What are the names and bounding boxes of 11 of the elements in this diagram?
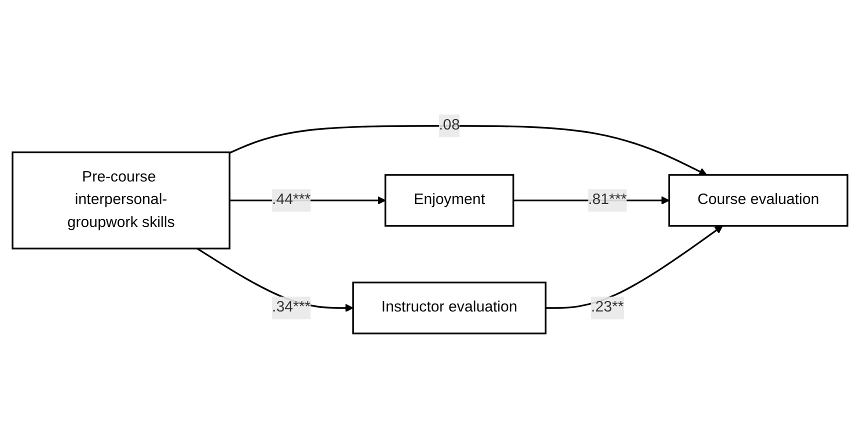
node-box: Course evaluation [668, 174, 848, 227]
edge-label: .44*** [272, 192, 311, 208]
node-box: Enjoyment [384, 174, 514, 227]
edge-label: .23** [591, 299, 624, 316]
node-box: Instructor evaluation [352, 282, 546, 334]
arrow [546, 226, 723, 309]
edge-label: .34*** [272, 299, 311, 316]
arrow [229, 125, 708, 176]
edge-label: .08 [438, 117, 460, 134]
node-box: Pre-course interpersonal-groupwork skills [12, 151, 230, 250]
edge-label: .81*** [588, 192, 627, 208]
